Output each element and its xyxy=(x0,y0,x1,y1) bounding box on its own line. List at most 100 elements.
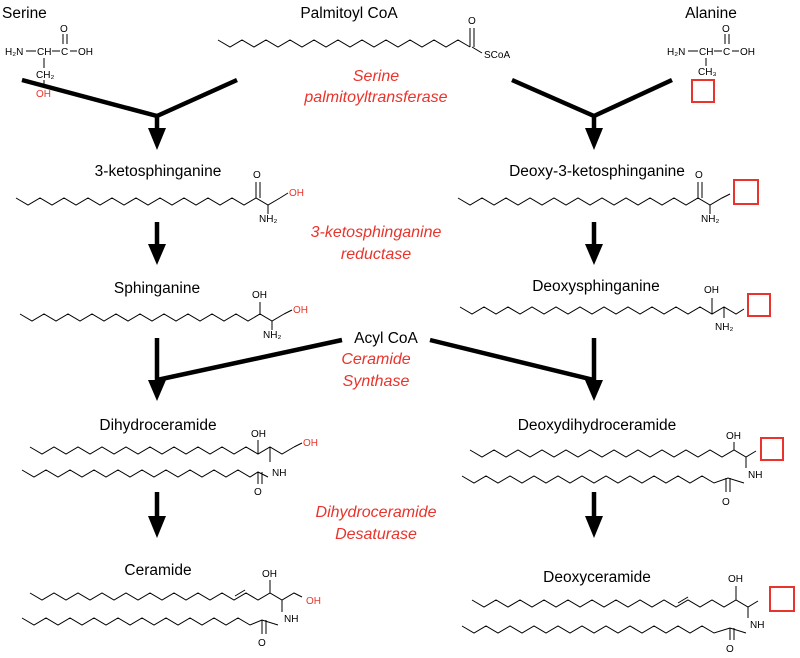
ceramide-structure: OH OH NH O xyxy=(21,569,321,649)
ceramide-oh-top: OH xyxy=(262,569,277,580)
deoxy-ketosphinganine-o: O xyxy=(695,170,703,181)
label-dihydroceramide: Dihydroceramide xyxy=(99,417,216,434)
palmitoyl-coa-structure: O SCoA xyxy=(217,16,510,61)
deoxyceramide-structure: OH NH O xyxy=(461,574,795,655)
dihydroceramide-nh: NH xyxy=(272,468,286,479)
arrow-to-sphinganine-head xyxy=(148,244,166,265)
dihydroceramide-sphingoid-chain xyxy=(29,446,295,455)
deoxy-ketosphinganine-nh2: NH₂ xyxy=(701,214,719,225)
arrow-to-ketosphinganine-head xyxy=(148,128,166,150)
label-deoxydihydroceramide: Deoxydihydroceramide xyxy=(518,417,677,434)
deoxysphinganine-structure: OH NH₂ xyxy=(459,285,771,333)
sphinganine-oh-red: OH xyxy=(293,305,308,316)
palmitoyl-scoa: SCoA xyxy=(484,50,510,61)
serine-ch2: CH₂ xyxy=(36,70,54,81)
alanine-h2n: H₂N xyxy=(667,47,685,58)
deoxydihydroceramide-oh: OH xyxy=(726,431,741,442)
alanine-structure: H₂N CH C OH O CH₃ xyxy=(667,24,755,103)
ketosphinganine-o: O xyxy=(253,170,261,181)
label-serine: Serine xyxy=(2,5,47,22)
label-deoxy-3-ketosphinganine: Deoxy-3-ketosphinganine xyxy=(509,163,685,180)
acylcoa-to-left-line xyxy=(156,337,343,383)
arrow-to-dihydroceramide-head xyxy=(148,380,166,401)
alanine-o: O xyxy=(722,24,730,35)
serine-structure: H₂N CH C OH O CH₂ OH xyxy=(5,24,93,100)
label-deoxysphinganine: Deoxysphinganine xyxy=(532,278,660,295)
enzyme-ksr-line1: 3-ketosphinganine xyxy=(311,224,442,241)
ceramide-o: O xyxy=(258,638,266,649)
deoxy-ketosphinganine-box xyxy=(733,179,759,205)
ketosphinganine-oh: OH xyxy=(289,188,304,199)
deoxy-ketosphinganine-structure: O NH₂ xyxy=(457,170,759,225)
dihydroceramide-acyl-chain xyxy=(21,469,269,478)
pathway-arrows xyxy=(21,77,673,538)
alanine-ch3: CH₃ xyxy=(698,67,717,78)
alanine-converge-line xyxy=(593,77,673,119)
deoxydihydroceramide-o: O xyxy=(722,497,730,508)
ketosphinganine-structure: O NH₂ OH xyxy=(15,170,304,225)
label-acyl-coa: Acyl CoA xyxy=(354,330,418,347)
deoxydihydroceramide-nh: NH xyxy=(748,470,762,481)
deoxyceramide-oh: OH xyxy=(728,574,743,585)
deoxyceramide-nh: NH xyxy=(750,620,764,631)
alanine-oh: OH xyxy=(740,47,755,58)
arrow-to-ceramide-head xyxy=(148,516,166,538)
deoxydihydroceramide-sphingoid-chain xyxy=(469,449,757,458)
sphinganine-chain xyxy=(19,313,285,322)
enzyme-labels: Serine palmitoyltransferase 3-ketosphing… xyxy=(303,68,447,543)
label-alanine: Alanine xyxy=(685,5,737,22)
sphinganine-structure: OH NH₂ OH xyxy=(19,290,308,341)
palmitoyl-chain xyxy=(217,39,471,48)
alanine-c: C xyxy=(723,47,730,58)
sphinganine-nh2: NH₂ xyxy=(263,330,281,341)
serine-oh-acid: OH xyxy=(78,47,93,58)
label-3-ketosphinganine: 3-ketosphinganine xyxy=(95,163,222,180)
dihydroceramide-oh-top: OH xyxy=(251,429,266,440)
deoxysphinganine-chain xyxy=(459,306,745,315)
ketosphinganine-chain xyxy=(15,197,281,206)
alanine-missing-oh-box xyxy=(691,79,715,103)
acylcoa-to-right-line xyxy=(429,337,595,383)
deoxysphinganine-oh: OH xyxy=(704,285,719,296)
deoxydihydroceramide-structure: OH NH O xyxy=(461,431,784,508)
serine-c: C xyxy=(61,47,68,58)
alanine-ch: CH xyxy=(699,47,713,58)
enzyme-ksr-line2: reductase xyxy=(341,246,411,263)
arrow-to-deoxyceramide-head xyxy=(585,516,603,538)
serine-h2n: H₂N xyxy=(5,47,23,58)
arrow-to-deoxydihydroceramide-head xyxy=(585,380,603,401)
enzyme-spt-line2: palmitoyltransferase xyxy=(303,89,447,106)
ceramide-sphingoid-chain xyxy=(29,592,303,601)
deoxyceramide-box xyxy=(769,586,795,612)
enzyme-cers-line2: Synthase xyxy=(343,373,410,390)
enzyme-cers-line1: Ceramide xyxy=(341,351,410,368)
deoxyceramide-acyl-chain xyxy=(461,625,747,634)
ceramide-oh-red: OH xyxy=(306,596,321,607)
label-ceramide: Ceramide xyxy=(124,562,191,579)
deoxydihydroceramide-box xyxy=(760,437,784,461)
deoxysphinganine-nh2: NH₂ xyxy=(715,322,733,333)
deoxydihydroceramide-acyl-chain xyxy=(461,475,745,484)
ceramide-nh: NH xyxy=(284,614,298,625)
serine-ch: CH xyxy=(37,47,51,58)
dihydroceramide-o: O xyxy=(254,487,262,498)
label-sphinganine: Sphinganine xyxy=(114,280,200,297)
compound-labels: Serine Palmitoyl CoA Alanine 3-ketosphin… xyxy=(2,5,737,586)
ceramide-acyl-chain xyxy=(21,617,279,626)
deoxy-ketosphinganine-chain xyxy=(457,193,731,206)
deoxysphinganine-box xyxy=(747,293,771,317)
palmitoyl-o: O xyxy=(468,16,476,27)
deoxyceramide-sphingoid-chain xyxy=(471,599,759,608)
dihydroceramide-oh-red: OH xyxy=(303,438,318,449)
deoxyceramide-o: O xyxy=(726,644,734,655)
enzyme-des-line2: Desaturase xyxy=(335,526,417,543)
palmitoyl-converge-line-left xyxy=(156,77,238,119)
enzyme-spt-line1: Serine xyxy=(353,68,399,85)
enzyme-des-line1: Dihydroceramide xyxy=(316,504,437,521)
ketosphinganine-nh2: NH₂ xyxy=(259,214,277,225)
serine-o: O xyxy=(60,24,68,35)
sphinganine-oh-top: OH xyxy=(252,290,267,301)
label-palmitoyl-coa: Palmitoyl CoA xyxy=(300,5,398,22)
serine-hydroxyl: OH xyxy=(36,89,51,100)
